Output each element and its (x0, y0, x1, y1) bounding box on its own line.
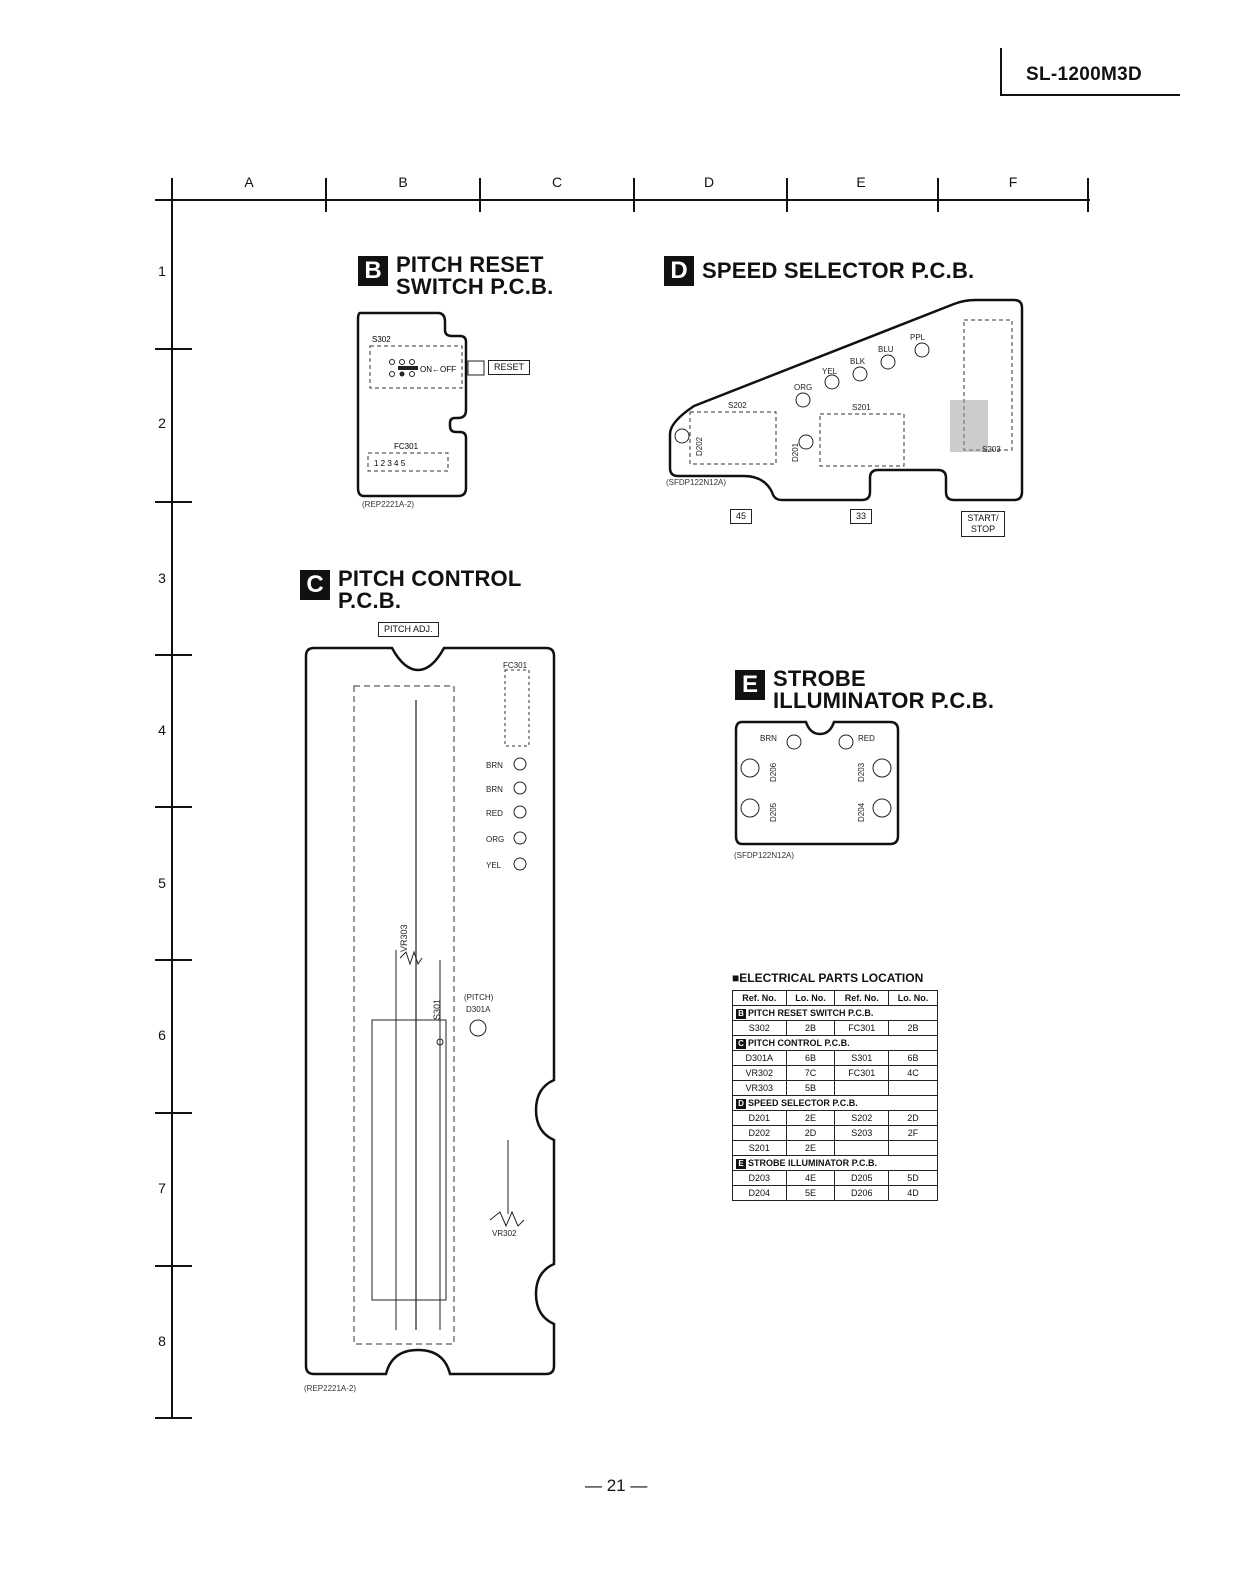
section-e-title-line2: ILLUMINATOR P.C.B. (773, 688, 995, 713)
header-ref-no-1: Ref. No. (732, 990, 787, 1006)
section-d-header: D SPEED SELECTOR P.C.B. (664, 254, 974, 286)
speed-45-button[interactable]: 45 (730, 509, 753, 524)
speed-selector-pcb: S202 S201 S203 ORG YEL BLK BLU PPL D202 … (668, 298, 1024, 502)
section-c-title-line2: P.C.B. (338, 588, 402, 613)
grid-row-4: 4 (158, 722, 166, 738)
s301-label: S301 (432, 999, 442, 1020)
page-number: — 21 — (585, 1476, 648, 1495)
brn-wire-2: BRN (486, 785, 503, 794)
grid-row-2: 2 (158, 415, 166, 431)
table-header-row: Ref. No. Lo. No. Ref. No. Lo. No. (732, 990, 938, 1006)
section-c-title-line1: PITCH CONTROL (338, 566, 522, 591)
model-rule-vertical (1000, 48, 1002, 96)
model-rule-horizontal (1000, 94, 1180, 96)
pitch-adj-button[interactable]: PITCH ADJ. (378, 622, 439, 637)
section-b-header: B PITCH RESET SWITCH P.C.B. (358, 254, 553, 298)
grid-col-f: F (1009, 174, 1018, 190)
s201-label: S201 (852, 403, 871, 412)
grid-row-3: 3 (158, 570, 166, 586)
strobe-illuminator-pcb: BRN RED D206 D205 D203 D204 (734, 720, 900, 846)
pitch-control-pcb: FC301 BRN BRN RED ORG YEL (PITCH) D301A … (304, 646, 556, 1376)
start-stop-button[interactable]: START/ STOP (961, 511, 1005, 537)
fc301-pins: 1 2 3 4 5 (374, 459, 406, 468)
section-e-part-code: (SFDP122N12A) (734, 851, 795, 860)
section-d-badge: D (664, 256, 694, 286)
grid-row-7: 7 (158, 1180, 166, 1196)
s302-label: S302 (372, 335, 391, 344)
d301a-label: D301A (466, 1005, 491, 1014)
yel-wire-d: YEL (822, 367, 838, 376)
grid-row-6: 6 (158, 1027, 166, 1043)
grid-col-e: E (856, 174, 865, 190)
on-off-label: ON←OFF (420, 365, 456, 374)
vr303-label: VR303 (399, 924, 409, 952)
section-d-part-code: (SFDP122N12A) (666, 478, 727, 487)
model-number: SL-1200M3D (1026, 64, 1142, 85)
section-e-badge: E (735, 670, 765, 700)
yel-wire-c: YEL (486, 861, 502, 870)
d206-label: D206 (769, 762, 778, 782)
org-wire-d: ORG (794, 383, 812, 392)
header-ref-no-2: Ref. No. (834, 990, 890, 1006)
pitch-label: (PITCH) (464, 993, 494, 1002)
grid-row-8: 8 (158, 1333, 166, 1349)
section-c-header: C PITCH CONTROL P.C.B. (300, 568, 521, 612)
ppl-wire: PPL (910, 333, 926, 342)
d201-label: D201 (791, 442, 800, 462)
grid-col-b: B (398, 174, 407, 190)
blk-wire: BLK (850, 357, 866, 366)
brn-wire-e: BRN (760, 734, 777, 743)
speed-33-button[interactable]: 33 (850, 509, 873, 524)
s203-label: S203 (982, 445, 1001, 454)
d205-label: D205 (769, 802, 778, 822)
section-e-title-line1: STROBE (773, 666, 866, 691)
section-d-title: SPEED SELECTOR P.C.B. (702, 258, 975, 283)
grid-col-d: D (704, 174, 714, 190)
vr302-label: VR302 (492, 1229, 517, 1238)
header-lo-no-1: Lo. No. (785, 990, 836, 1006)
reset-button[interactable]: RESET (488, 360, 531, 375)
d203-label: D203 (857, 762, 866, 782)
header-lo-no-2: Lo. No. (888, 990, 938, 1006)
s202-label: S202 (728, 401, 747, 410)
red-wire-c: RED (486, 809, 503, 818)
section-b-part-code: (REP2221A-2) (362, 500, 415, 509)
section-c-part-code: (REP2221A-2) (304, 1384, 357, 1393)
fc301-label-b: FC301 (394, 442, 419, 451)
section-b-badge: B (358, 256, 388, 286)
brn-wire-1: BRN (486, 761, 503, 770)
d202-label: D202 (695, 436, 704, 456)
d204-label: D204 (857, 802, 866, 822)
grid-col-c: C (552, 174, 562, 190)
grid-row-5: 5 (158, 875, 166, 891)
section-e-header: E STROBE ILLUMINATOR P.C.B. (735, 668, 994, 712)
fc301-label-c: FC301 (503, 661, 528, 670)
grid-col-a: A (244, 174, 254, 190)
section-c-badge: C (300, 570, 330, 600)
org-wire-c: ORG (486, 835, 504, 844)
section-b-title-line2: SWITCH P.C.B. (396, 274, 554, 299)
parts-table-title: ■ELECTRICAL PARTS LOCATION (732, 971, 924, 985)
pitch-reset-pcb: S302 ON←OFF FC301 1 2 3 4 5 (356, 311, 485, 498)
grid-row-1: 1 (158, 263, 166, 279)
blu-wire: BLU (878, 345, 894, 354)
red-wire-e: RED (858, 734, 875, 743)
section-b-title-line1: PITCH RESET (396, 252, 544, 277)
